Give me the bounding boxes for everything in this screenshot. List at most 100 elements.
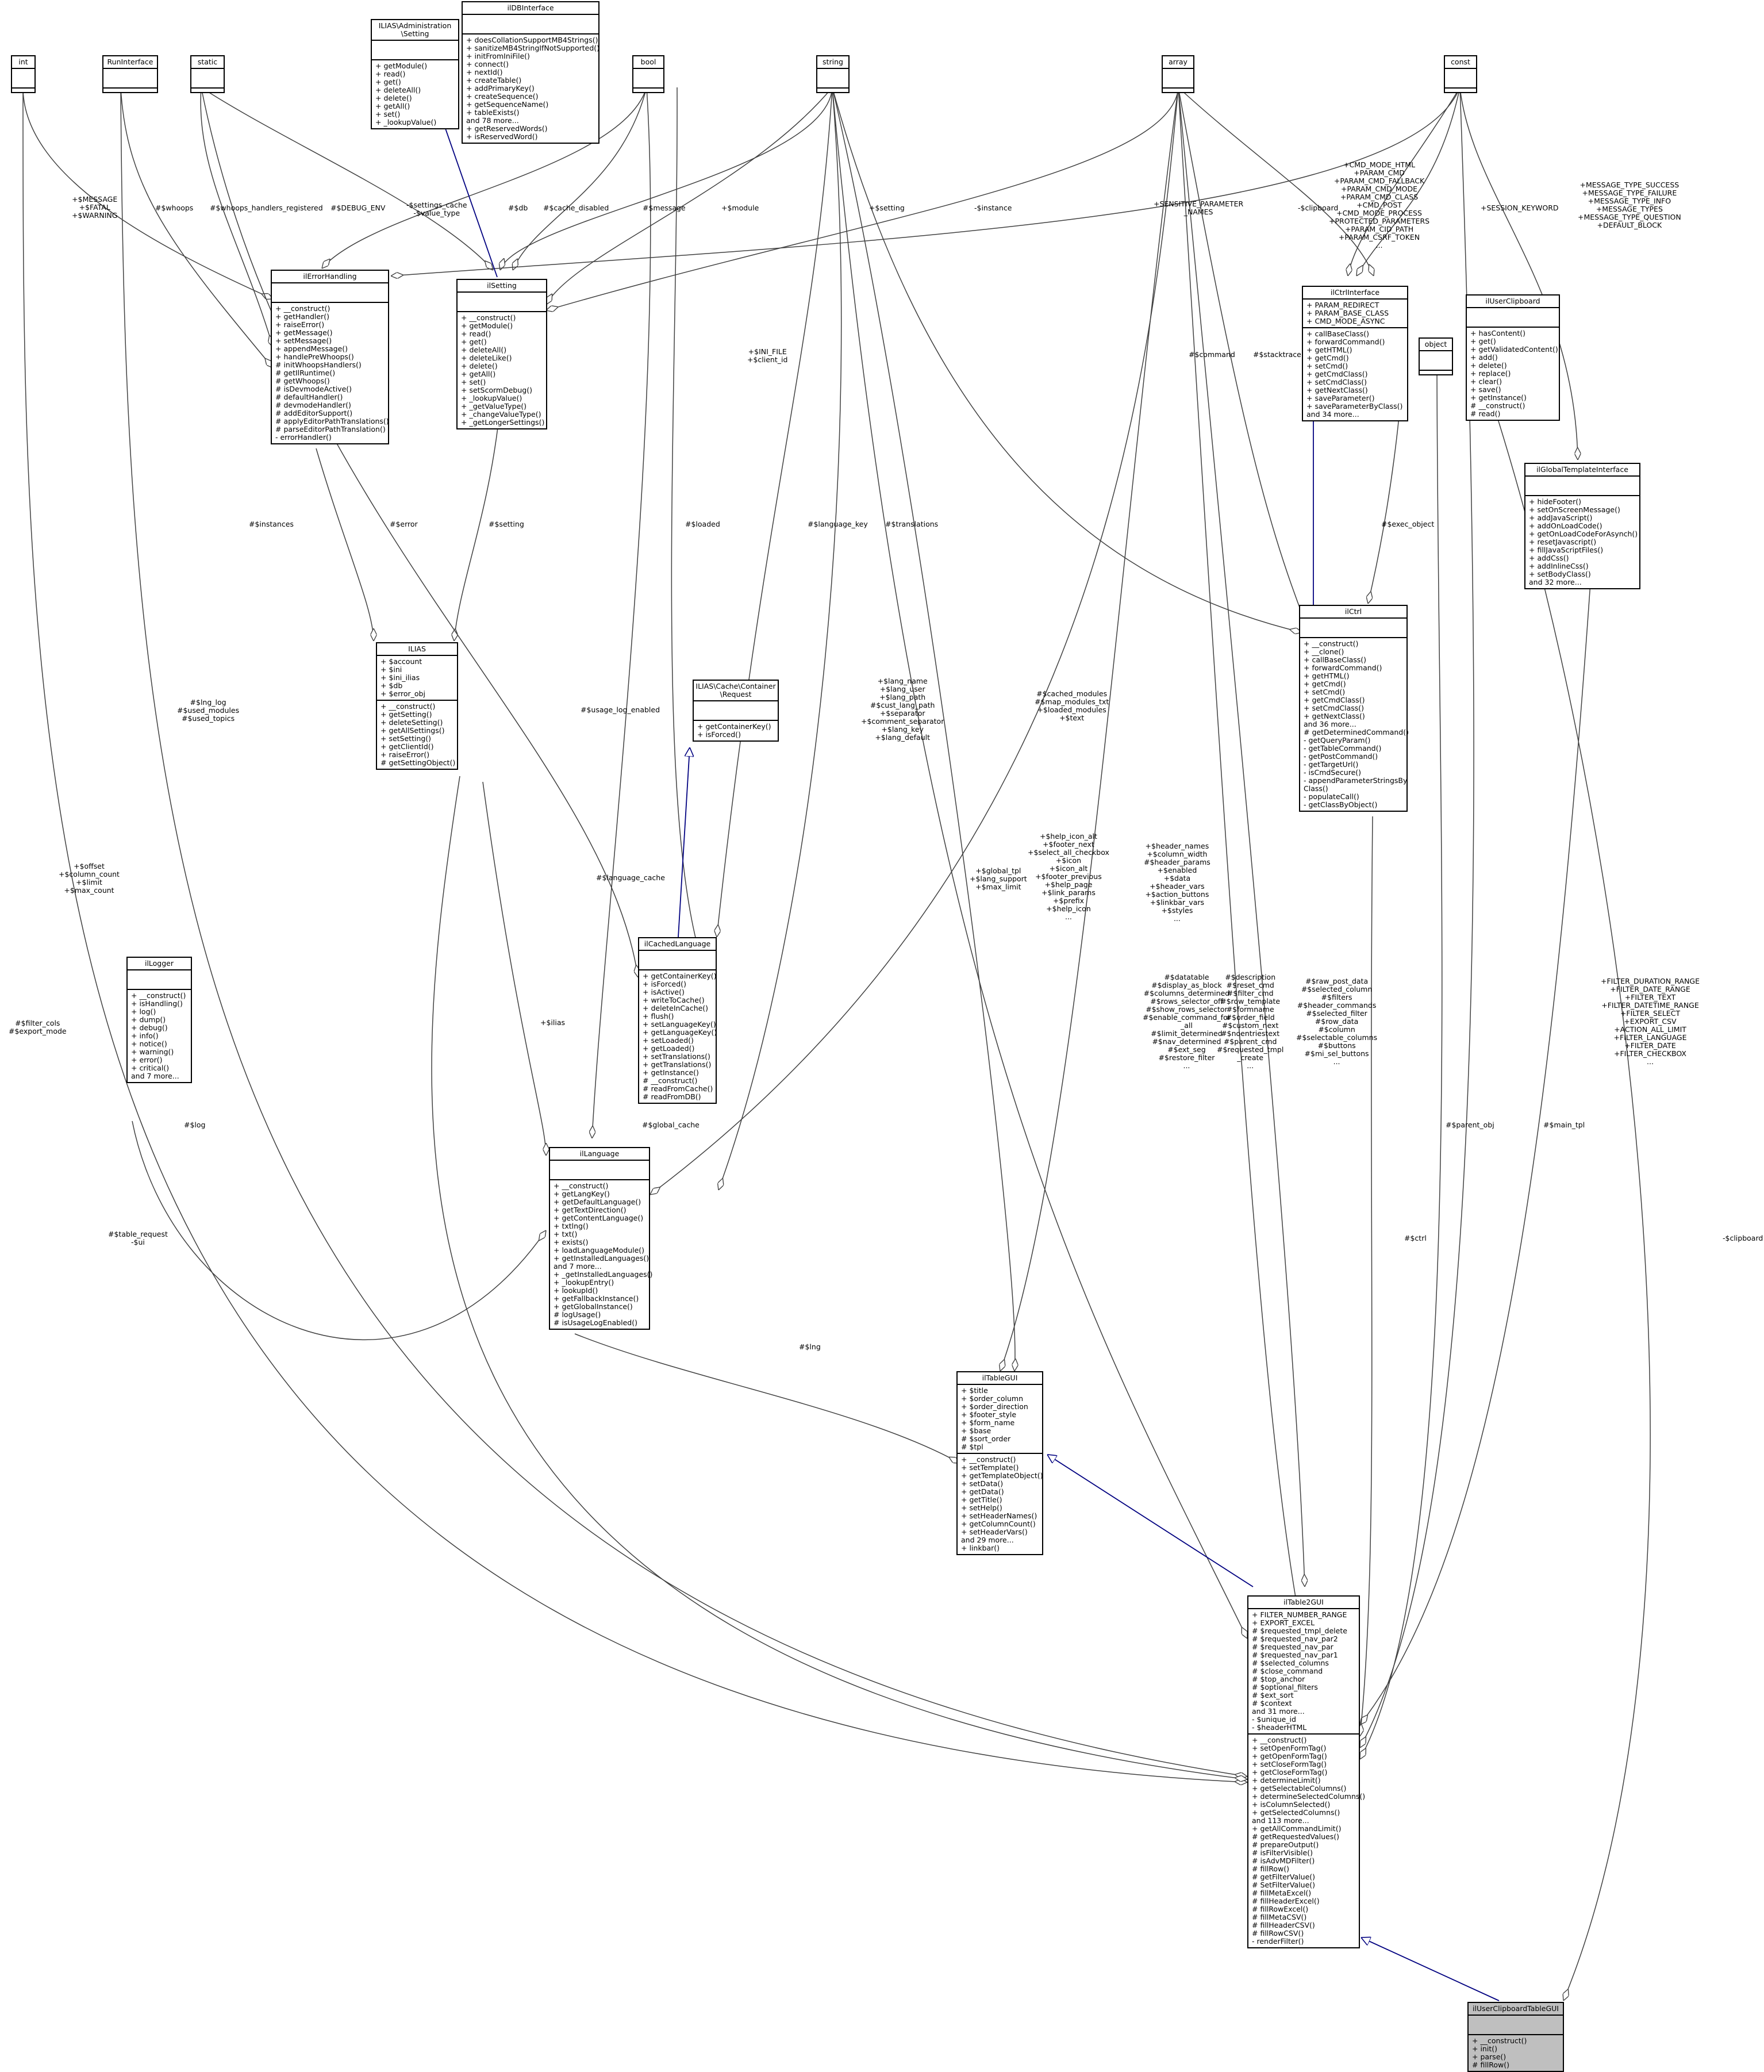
attribute-list: + $account + $ini + $ini_ilias + $db + $… — [377, 656, 457, 701]
edge-label: #$db — [508, 204, 528, 212]
class-illanguage: ilLanguage + __construct() + getLangKey(… — [549, 1147, 653, 1330]
edge-label: #$table_request -$ui — [108, 1230, 168, 1246]
edge-label: #$cache_disabled — [543, 204, 609, 212]
edge-label: #$datatable #$display_as_block #$columns… — [1143, 973, 1231, 1070]
edge-label: #$whoops — [155, 204, 194, 212]
class-object: object — [1419, 337, 1453, 375]
method-list: + callBaseClass() + forwardCommand() + g… — [1306, 329, 1403, 419]
method-list: + __construct() + getSetting() + deleteS… — [381, 702, 456, 767]
class-static: static — [190, 55, 225, 93]
class-title: ilGlobalTemplateInterface — [1525, 464, 1639, 477]
edge-label: #$lng — [799, 1342, 821, 1351]
class-ilglobaltemplateinterface: ilGlobalTemplateInterface + hideFooter()… — [1524, 463, 1640, 589]
edge-label: +$lang_name +$lang_user +$lang_path #$cu… — [861, 677, 944, 742]
class-title: ilTableGUI — [958, 1372, 1042, 1385]
edge-label: #$translations — [885, 520, 939, 528]
class-runinterface: RunInterface — [102, 55, 158, 93]
class-title: ilSetting — [458, 280, 546, 293]
attribute-list: + $title + $order_column + $order_direct… — [958, 1385, 1042, 1454]
method-list: + __construct() + getHandler() + raiseEr… — [275, 304, 389, 442]
attribute-list: + FILTER_NUMBER_RANGE + EXPORT_EXCEL # $… — [1248, 1609, 1359, 1735]
class-ilerrorhandling: ilErrorHandling + __construct() + getHan… — [271, 270, 389, 444]
method-list: + __construct() + __clone() + callBaseCl… — [1304, 639, 1409, 809]
method-list: + __construct() + getLangKey() + getDefa… — [554, 1181, 653, 1327]
class-iluserclipboardtablegui: ilUserClipboardTableGUI + __construct() … — [1467, 2002, 1564, 2072]
edge-label: -$instance — [974, 204, 1012, 212]
edge-label: #$filter_cols #$export_mode — [9, 1019, 67, 1035]
edge-label: -$clipboard — [1298, 204, 1339, 212]
edge-label: -$settings_cache -$value_type — [406, 201, 467, 217]
edge-label: +$module — [721, 204, 759, 212]
edge-label: +$header_names +$column_width #$header_p… — [1144, 842, 1210, 923]
class-title: ilLogger — [128, 958, 191, 970]
class-ilias: ILIAS + $account + $ini + $ini_ilias + $… — [376, 642, 458, 770]
class-iltable2gui: ilTable2GUI + FILTER_NUMBER_RANGE + EXPO… — [1247, 1595, 1366, 1948]
class-title: const — [1445, 56, 1476, 69]
class-iluserclipboard: ilUserClipboard + hasContent() + get() +… — [1466, 294, 1560, 421]
edge-label: +CMD_MODE_HTML +PARAM_CMD +PARAM_CMD_FAL… — [1329, 160, 1430, 250]
class-ilctrl: ilCtrl + __construct() + __clone() + cal… — [1299, 605, 1409, 812]
edge-label: +SESSION_KEYWORD — [1481, 204, 1559, 212]
method-list: + __construct() + setTemplate() + getTem… — [961, 1455, 1043, 1552]
method-list: + getContainerKey() + isForced() + isAct… — [643, 972, 717, 1101]
class-title: array — [1163, 56, 1193, 69]
class-title: ilTable2GUI — [1248, 1597, 1359, 1609]
class-string: string — [816, 55, 850, 93]
class-title: RunInterface — [103, 56, 157, 69]
class-title: object — [1420, 339, 1452, 351]
edge-label: #$command — [1189, 350, 1235, 359]
edge-label: #$description #$reset_cmd #$filter_cmd #… — [1217, 973, 1284, 1070]
attribute-list: + PARAM_REDIRECT + PARAM_BASE_CLASS + CM… — [1303, 300, 1407, 328]
class-title: ILIAS — [377, 643, 457, 656]
class-title: ILIAS\Administration \Setting — [372, 20, 458, 41]
edge-label: #$error — [390, 520, 418, 528]
edge-label: +$ilias — [540, 1018, 566, 1027]
edge-label: #$parent_obj — [1446, 1121, 1494, 1129]
edge-label: #$lng_log #$used_modules #$used_topics — [177, 698, 240, 723]
edge-label: #$ctrl — [1404, 1234, 1427, 1242]
edge-label: +$INI_FILE +$client_id — [747, 347, 788, 364]
edge-label: +$global_tpl +$lang_support +$max_limit — [970, 866, 1027, 891]
method-list: + hideFooter() + setOnScreenMessage() + … — [1529, 497, 1638, 586]
edge-label: #$stacktrace — [1253, 350, 1301, 359]
class-title: int — [12, 56, 34, 69]
edge-label: +$setting — [869, 204, 905, 212]
edge-label: +$MESSAGE +$FATAL +$WARNING — [72, 195, 118, 220]
edge-label: #$setting — [489, 520, 524, 528]
edge-label: #$whoops_handlers_registered — [210, 204, 323, 212]
method-list: + getContainerKey() + isForced() — [697, 722, 771, 739]
edge-label: #$main_tpl — [1543, 1121, 1585, 1129]
edge-label: +MESSAGE_TYPE_SUCCESS +MESSAGE_TYPE_FAIL… — [1578, 181, 1681, 229]
class-ilsetting: ilSetting + __construct() + getModule() … — [456, 279, 547, 429]
edge-label: #$loaded — [685, 520, 720, 528]
method-list: + __construct() + getModule() + read() +… — [461, 313, 545, 427]
edge-label: #$global_cache — [642, 1121, 700, 1129]
edge-label: #$cached_modules #$map_modules_txt +$loa… — [1035, 689, 1109, 722]
class-title: ilCachedLanguage — [639, 938, 716, 951]
method-list: + __construct() + setOpenFormTag() + get… — [1252, 1736, 1366, 1946]
class-title: string — [817, 56, 848, 69]
class-bool: bool — [632, 55, 664, 93]
class-title: ILIAS\Cache\Container \Request — [694, 681, 778, 701]
edge-label: #$instances — [249, 520, 294, 528]
class-title: static — [191, 56, 224, 69]
edge-label: #$log — [184, 1121, 206, 1129]
class-title: ilUserClipboard — [1467, 296, 1559, 308]
method-list: + doesCollationSupportMB4Strings() + san… — [466, 36, 600, 141]
edge-label: #$exec_object — [1381, 520, 1435, 528]
edge-label: +SENSITIVE_PARAMETER _NAMES — [1154, 199, 1244, 216]
method-list: + __construct() + init() + parse() # fil… — [1472, 2036, 1527, 2069]
method-list: + __construct() + isHandling() + log() +… — [131, 991, 186, 1080]
edge-label: #$language_key — [808, 520, 868, 528]
class-iltablegui: ilTableGUI + $title + $order_column + $o… — [956, 1371, 1043, 1555]
method-list: + getModule() + read() + get() + deleteA… — [375, 62, 437, 126]
edge-label: +$offset +$column_count +$limit +$max_co… — [59, 862, 120, 895]
class-title: ilDBInterface — [463, 2, 598, 15]
class-ildbinterface: ilDBInterface + doesCollationSupportMB4S… — [462, 1, 599, 144]
edge-label: +FILTER_DURATION_RANGE +FILTER_DATE_RANG… — [1601, 977, 1700, 1066]
edge-label: +$help_icon_alt +$footer_next +$select_a… — [1028, 832, 1109, 921]
class-array: array — [1162, 55, 1194, 93]
class-title: ilErrorHandling — [272, 271, 388, 283]
class-title: bool — [633, 56, 663, 69]
